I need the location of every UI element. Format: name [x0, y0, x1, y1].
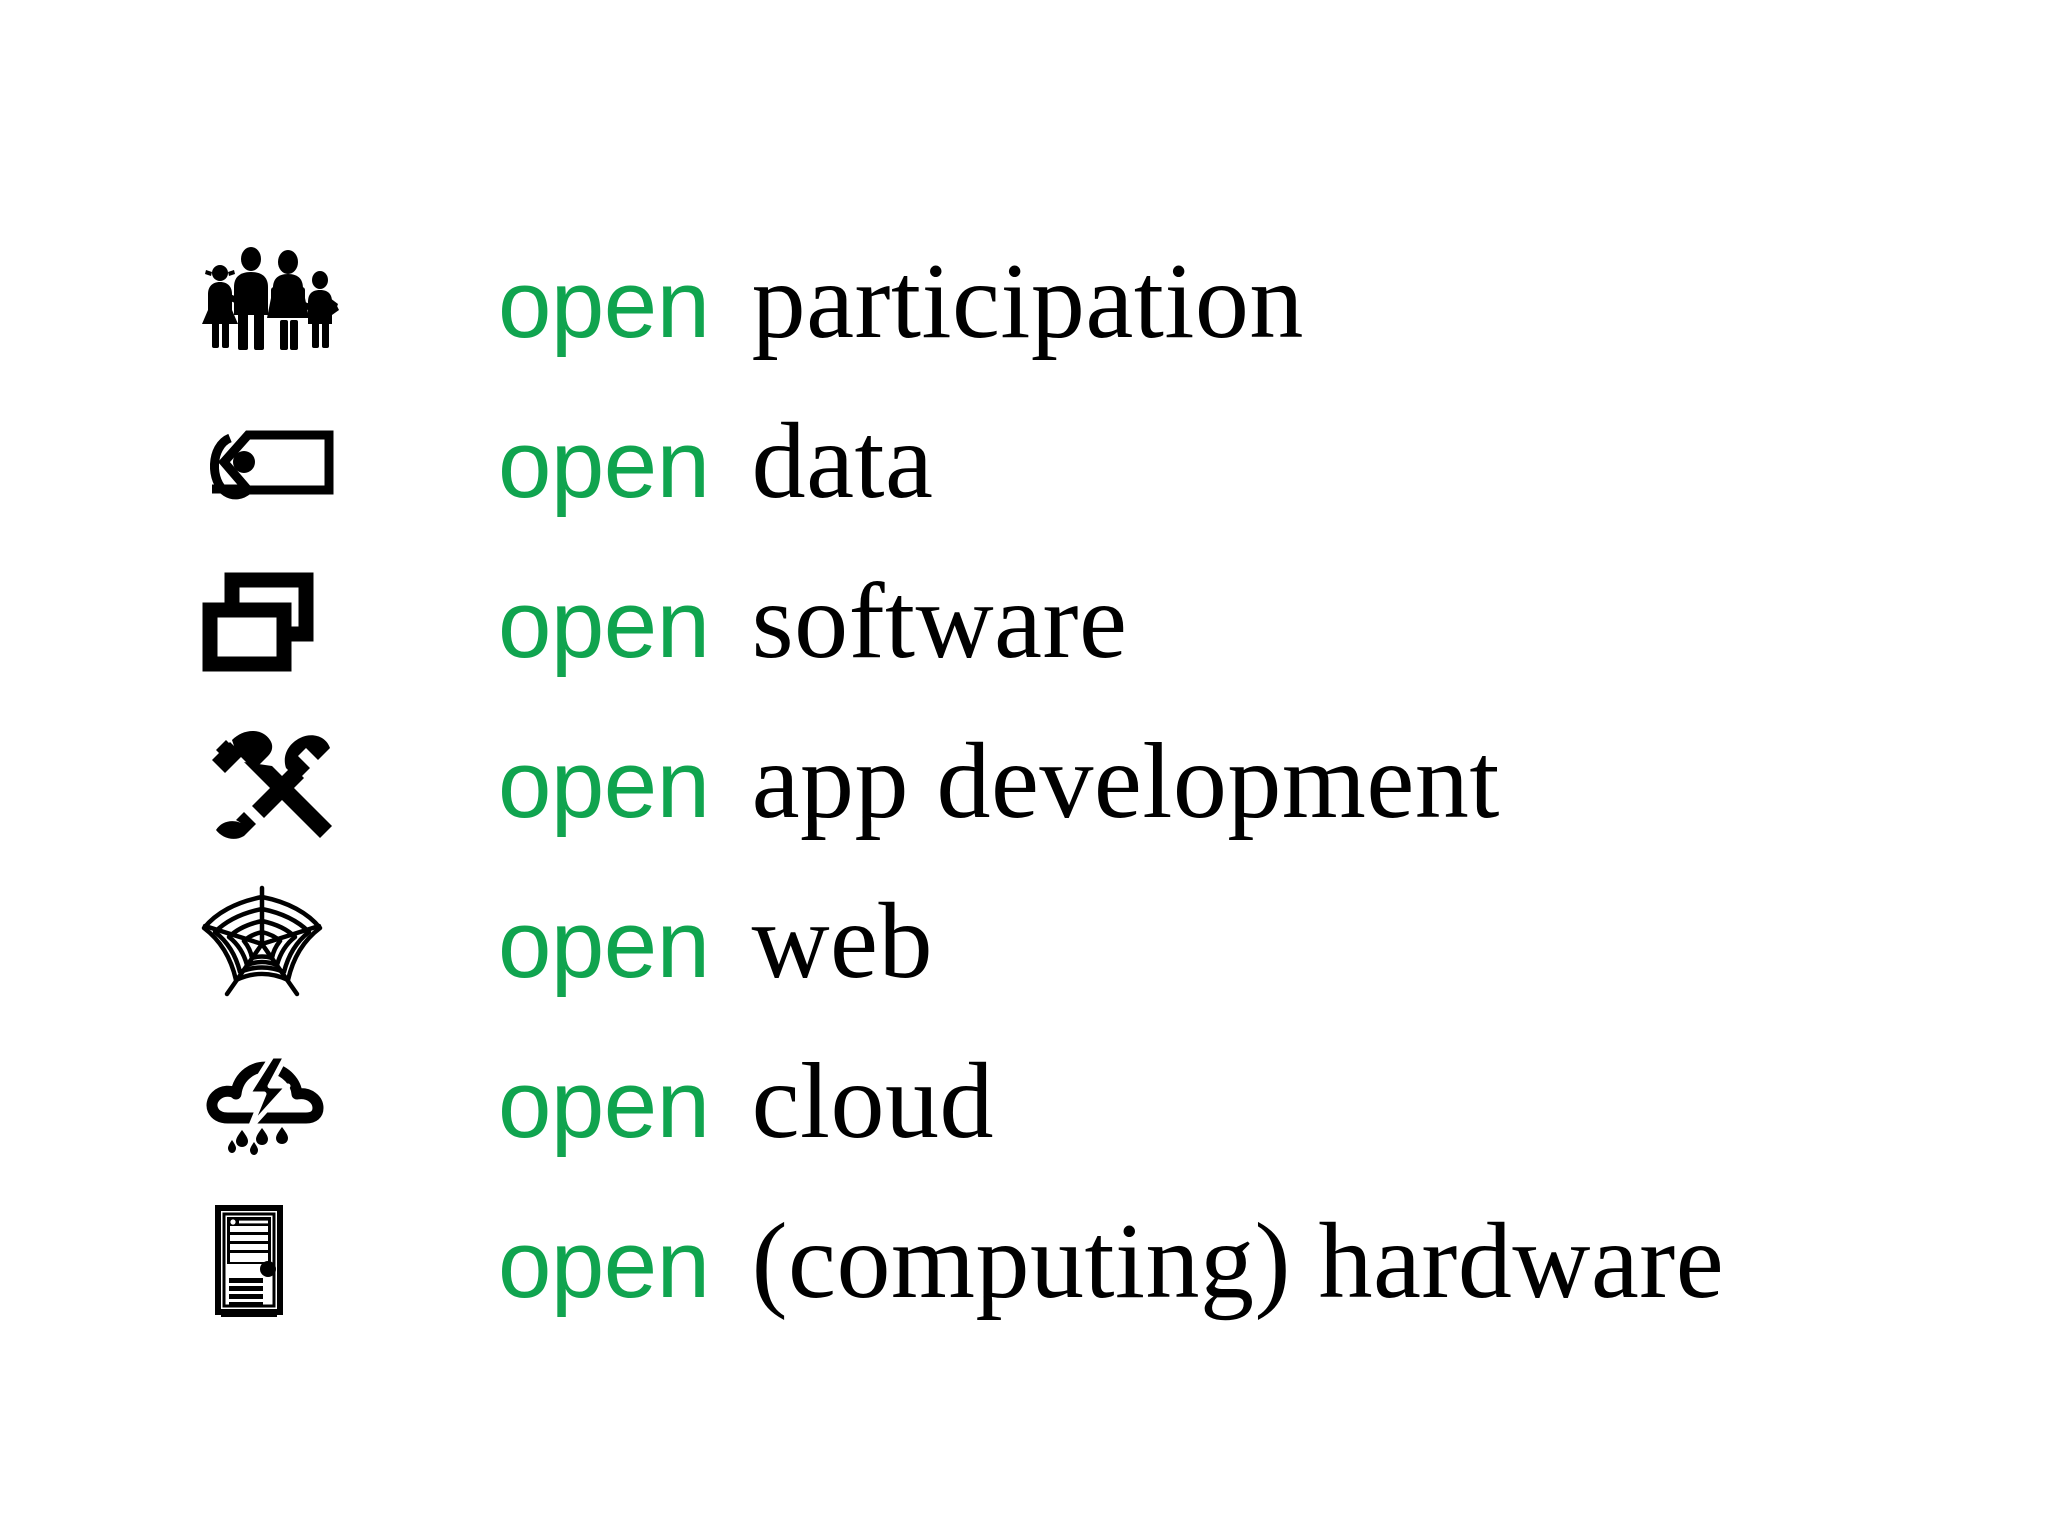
- spider-web-icon: [196, 877, 498, 1007]
- open-keyword: open: [498, 731, 710, 838]
- open-keyword: open: [498, 251, 710, 358]
- open-keyword: open: [498, 1051, 710, 1158]
- list-item-open-hardware: open (computing) hardware: [0, 1182, 2048, 1342]
- storm-cloud-icon: [196, 1037, 498, 1167]
- list-item-open-participation: open participation: [0, 222, 2048, 382]
- term-label: data: [751, 402, 934, 521]
- label-open-app-development: open app development: [498, 728, 1500, 836]
- list-item-open-data: open data: [0, 382, 2048, 542]
- term-label: app development: [751, 722, 1500, 841]
- term-label: cloud: [751, 1042, 995, 1161]
- label-open-web: open web: [498, 888, 933, 996]
- open-keyword: open: [498, 891, 710, 998]
- list-item-open-web: open web: [0, 862, 2048, 1022]
- term-label: web: [751, 882, 933, 1001]
- term-label: software: [751, 562, 1128, 681]
- label-open-data: open data: [498, 408, 933, 516]
- open-concepts-list: open participation open data: [0, 222, 2048, 1342]
- label-open-software: open software: [498, 568, 1127, 676]
- tag-icon: [196, 397, 498, 527]
- server-tower-icon: [196, 1197, 498, 1327]
- family-group-icon: [196, 237, 498, 367]
- list-item-open-cloud: open cloud: [0, 1022, 2048, 1182]
- overlapping-windows-icon: [196, 557, 498, 687]
- term-label: participation: [751, 242, 1304, 361]
- list-item-open-software: open software: [0, 542, 2048, 702]
- label-open-hardware: open (computing) hardware: [498, 1208, 1724, 1316]
- term-label: (computing) hardware: [751, 1202, 1725, 1321]
- open-keyword: open: [498, 571, 710, 678]
- label-open-cloud: open cloud: [498, 1048, 994, 1156]
- open-keyword: open: [498, 1211, 710, 1318]
- list-item-open-app-development: open app development: [0, 702, 2048, 862]
- open-keyword: open: [498, 411, 710, 518]
- hammer-wrench-icon: [196, 717, 498, 847]
- label-open-participation: open participation: [498, 248, 1304, 356]
